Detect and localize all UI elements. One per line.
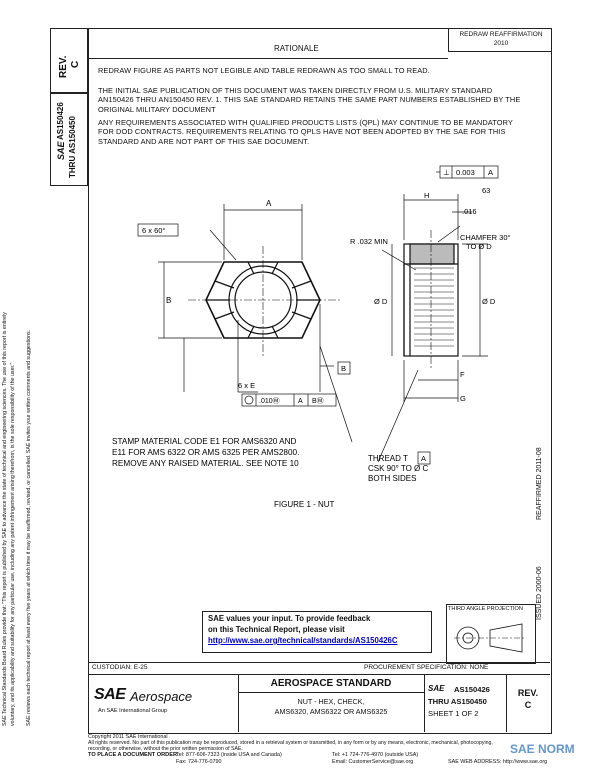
- dim-6xe: 6 x E: [238, 381, 255, 390]
- dim-g: G: [460, 394, 466, 403]
- tol-top-symbol: ⊥: [443, 168, 450, 177]
- reaffirm-line2: 2010: [493, 40, 509, 47]
- reaffirm-box: [448, 28, 552, 52]
- logo-subtitle: An SAE International Group: [98, 708, 168, 714]
- rationale-title: RATIONALE: [274, 44, 319, 53]
- feedback-box: [202, 611, 432, 653]
- sae-small-logo: SAE: [428, 684, 445, 693]
- nut-drawing: A B 6 x 60° B 6 x E .010Ⓜ A BⓂ: [112, 165, 511, 509]
- pos-tol-b: BⓂ: [312, 397, 324, 405]
- title-block-div-1: [238, 674, 239, 732]
- pos-tol-value: .010Ⓜ: [259, 397, 280, 405]
- fax: Fax: 724-776-0790: [176, 759, 222, 765]
- margin-text-3: SAE reviews each technical report at lea…: [26, 329, 32, 726]
- dim-od-right: Ø D: [482, 297, 496, 306]
- part-title-2: AMS6320, AMS6322 OR AMS6325: [274, 707, 388, 716]
- thread-both: BOTH SIDES: [368, 474, 416, 483]
- rev-label-top: REV.: [58, 55, 69, 78]
- tol-top-value: 0.003: [456, 168, 475, 177]
- title-block-div-3: [506, 674, 507, 732]
- feedback-line1: SAE values your input. To provide feedba…: [208, 614, 371, 623]
- tel-1: Tel: 877-606-7323 (inside USA and Canada…: [176, 752, 282, 758]
- nut-side-view: [403, 243, 459, 357]
- projection-symbol: [454, 623, 526, 653]
- rationale-divider: [88, 58, 448, 59]
- dim-a: A: [266, 199, 272, 208]
- stamp-note-1: STAMP MATERIAL CODE E1 FOR AMS6320 AND: [112, 437, 297, 446]
- stamp-note-3: REMOVE ANY RAISED MATERIAL. SEE NOTE 10: [112, 459, 299, 468]
- tel-2: Tel: +1 724-776-4970 (outside USA): [332, 752, 419, 758]
- radius-note: R .032 MIN: [350, 237, 388, 246]
- custodian: CUSTODIAN: E-25: [92, 664, 148, 671]
- sheet-number: SHEET 1 OF 2: [428, 709, 479, 718]
- title-block-top-line: [88, 662, 550, 663]
- rights-2: recording, or otherwise, without the pri…: [88, 746, 243, 752]
- chamfer-note-2: TO Ø D: [466, 242, 492, 251]
- doc-number-top-vertical: AS150426: [56, 102, 65, 140]
- procurement-spec: PROCUREMENT SPECIFICATION: NONE: [364, 664, 489, 671]
- email: Email: CustomerService@sae.org: [332, 759, 414, 765]
- reaffirm-line1: REDRAW REAFFIRMATION: [459, 31, 543, 38]
- standard-title: AEROSPACE STANDARD: [270, 678, 392, 689]
- doc-a: AS150426: [454, 685, 490, 694]
- dim-od-left: Ø D: [374, 297, 388, 306]
- thread-label: THREAD T: [368, 454, 408, 463]
- projection-label: THIRD ANGLE PROJECTION: [448, 606, 523, 612]
- dim-f: F: [460, 370, 465, 379]
- rationale-p2: THE INITIAL SAE PUBLICATION OF THIS DOCU…: [98, 86, 521, 114]
- dim-6x60: 6 x 60°: [142, 226, 165, 235]
- dim-b: B: [166, 296, 171, 305]
- thread-csk: CSK 90° TO Ø C: [368, 464, 428, 473]
- title-inner-line: [238, 692, 424, 693]
- aerospace-logo: Aerospace: [130, 689, 193, 704]
- chamfer-note: CHAMFER 30°: [460, 233, 511, 242]
- projection-box: [446, 604, 536, 664]
- margin-text-2: voluntary, and its applicability and sui…: [10, 362, 16, 726]
- datum-b: B: [341, 364, 346, 373]
- drawing-frame: [88, 28, 552, 734]
- order-label: TO PLACE A DOCUMENT ORDER:: [88, 752, 179, 758]
- rev-value-top: C: [70, 60, 81, 68]
- rev-value-bottom: C: [524, 700, 532, 710]
- dim-016: .016: [462, 207, 477, 216]
- rev-box-top: [50, 28, 88, 94]
- dim-h: H: [424, 191, 429, 200]
- sae-mark-vertical: SAE: [56, 141, 66, 160]
- doc-b: THRU AS150450: [428, 697, 487, 706]
- tol-top-ref: A: [488, 168, 493, 177]
- thread-datum: A: [421, 454, 426, 463]
- pos-tol-a: A: [298, 398, 303, 405]
- margin-text-1: SAE Technical Standards Board Rules prov…: [2, 312, 8, 726]
- part-title-1: NUT - HEX, CHECK,: [297, 697, 365, 706]
- figure-caption: FIGURE 1 - NUT: [274, 500, 335, 509]
- rev-label-bottom: REV.: [517, 688, 539, 698]
- web-address: SAE WEB ADDRESS: http://www.sae.org: [448, 759, 548, 765]
- dim-63: 63: [482, 186, 490, 195]
- title-block-div-2: [424, 674, 425, 732]
- copyright: Copyright 2011 SAE International: [88, 734, 168, 740]
- rationale-p3: ANY REQUIREMENTS ASSOCIATED WITH QUALIFI…: [98, 118, 513, 146]
- title-block-line-2: [88, 674, 550, 675]
- feedback-link[interactable]: http://www.sae.org/technical/standards/A…: [208, 636, 398, 645]
- stamp-note-2: E11 FOR AMS 6322 OR AMS 6325 PER AMS2800…: [112, 448, 299, 457]
- issued-date: ISSUED 2000-06: [536, 566, 543, 620]
- rationale-p1: REDRAW FIGURE AS PARTS NOT LEGIBLE AND T…: [98, 66, 430, 75]
- rights-1: All rights reserved. No part of this pub…: [88, 740, 493, 746]
- feedback-line2: on this Technical Report, please visit: [208, 625, 345, 634]
- sae-logo: SAE: [94, 686, 126, 703]
- watermark: SAE NORM: [510, 742, 575, 756]
- doc-number-bottom-vertical: THRU AS150450: [68, 116, 77, 178]
- doc-number-box: [50, 92, 88, 186]
